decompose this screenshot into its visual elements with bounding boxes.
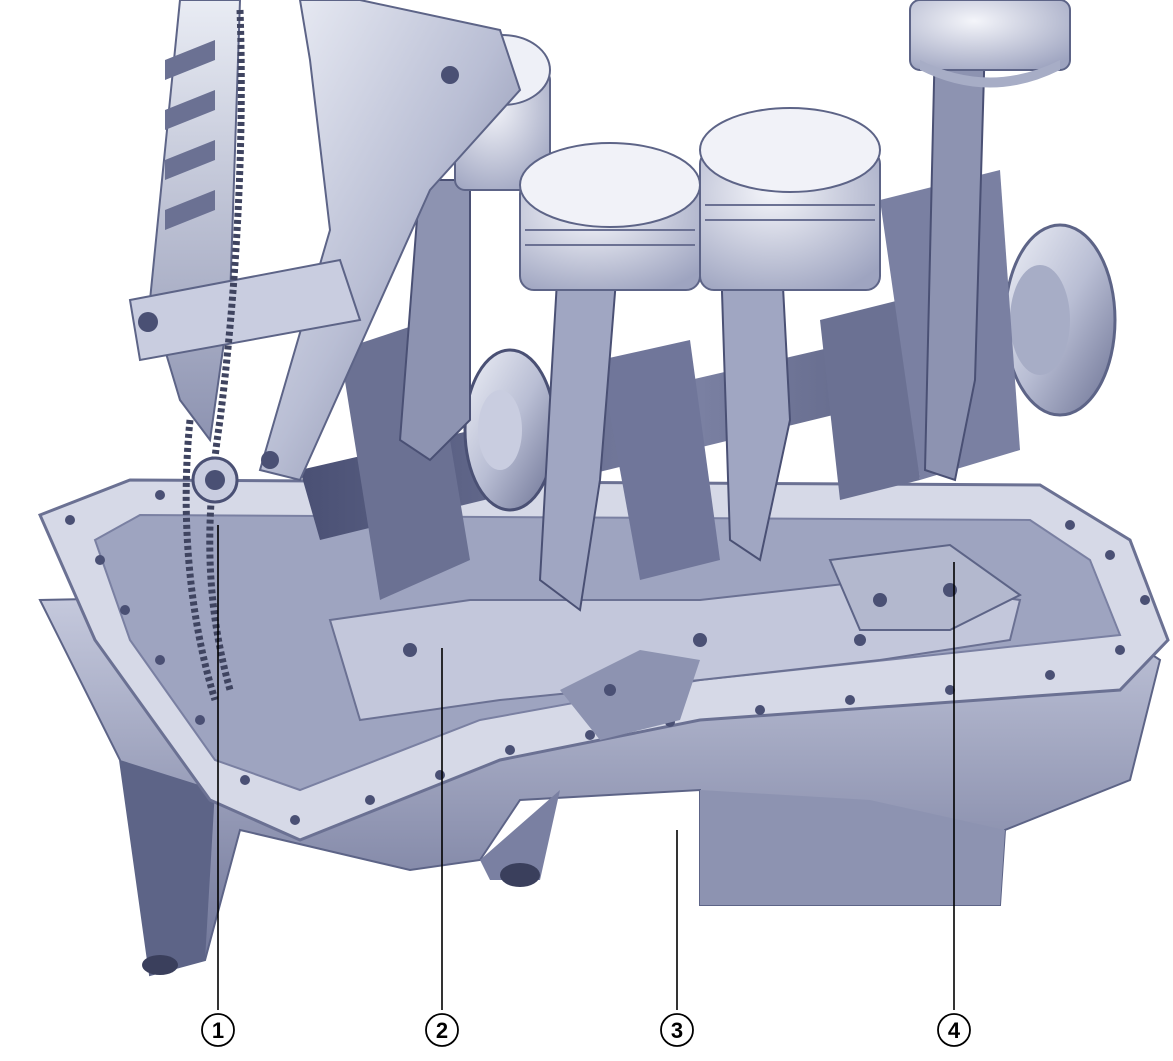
pistons — [453, 0, 1071, 291]
callout-label-1: 1 — [212, 1018, 224, 1043]
timing-chain — [182, 9, 245, 702]
callout-2: 2 — [425, 1013, 459, 1047]
callout-label-4: 4 — [948, 1018, 961, 1043]
callout-label-3: 3 — [671, 1018, 683, 1043]
connecting-rods — [398, 39, 987, 612]
callout-1: 1 — [201, 1013, 235, 1047]
callout-leader-lines — [217, 525, 955, 1010]
callout-label-2: 2 — [436, 1018, 448, 1043]
piston-2 — [519, 142, 701, 291]
piston-4 — [909, 0, 1071, 88]
timing-chain-frame — [128, 0, 522, 482]
oil-pump-assembly — [328, 543, 1022, 740]
piston-3 — [699, 107, 881, 291]
callout-4: 4 — [937, 1013, 971, 1047]
callout-3: 3 — [660, 1013, 694, 1047]
